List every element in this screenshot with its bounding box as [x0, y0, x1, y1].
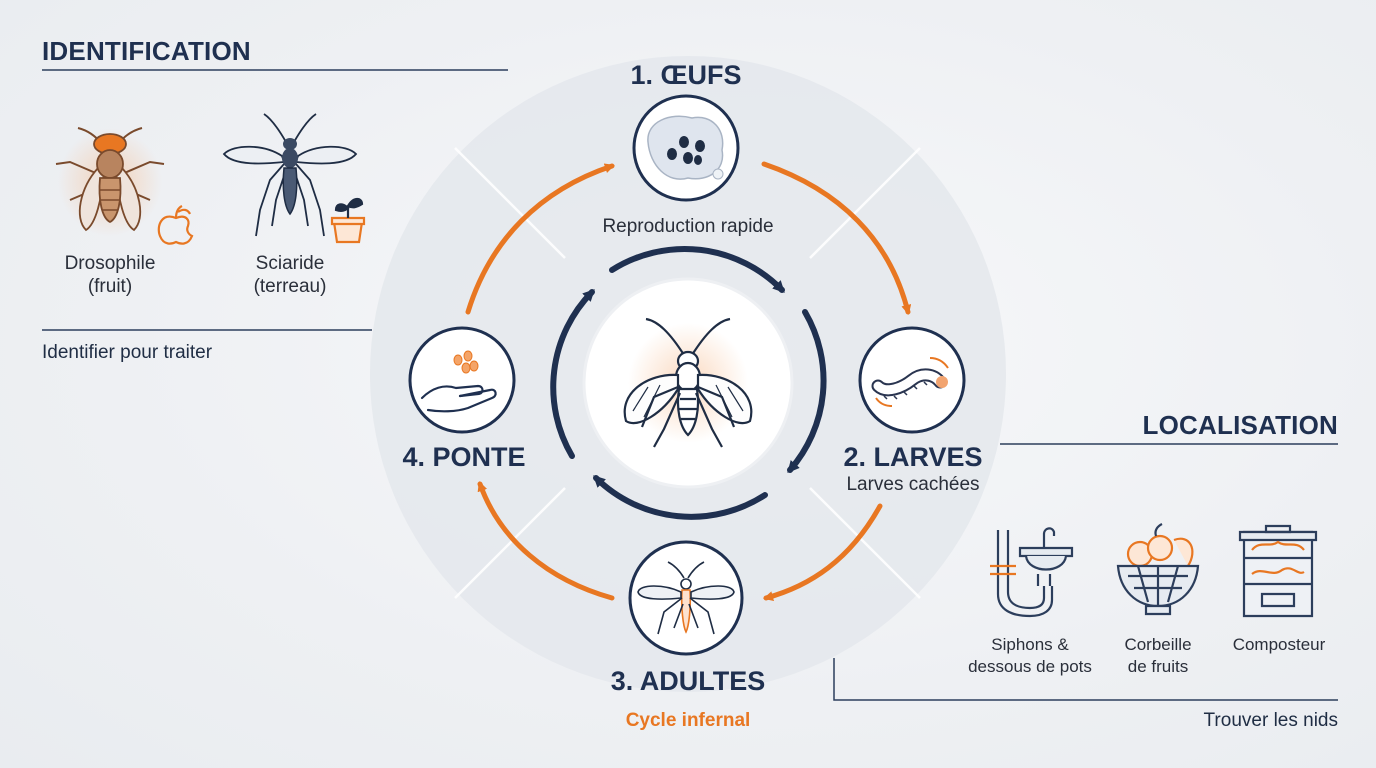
sink-pipe-icon [990, 527, 1074, 618]
fruit-basket-icon [1116, 523, 1200, 616]
identification-title: IDENTIFICATION [42, 36, 251, 66]
identification-footer: Identifier pour traiter [42, 342, 213, 363]
outer-cycle-arrows [465, 161, 912, 601]
place-line2: de fruits [1127, 657, 1189, 676]
center-fly-icon [623, 317, 753, 448]
species-name: Drosophile [64, 253, 156, 274]
place-line1: Siphons & [991, 635, 1069, 654]
halo-dividers [454, 147, 921, 599]
place-line1: Corbeille [1124, 635, 1192, 654]
species-drosophila: Drosophile (fruit) [40, 252, 180, 298]
species-note: (terreau) [253, 276, 327, 297]
stage-adult-icon [628, 540, 744, 656]
plant-pot-icon [330, 197, 366, 244]
stage-larvae-caption: Larves cachées [846, 474, 980, 495]
apple-icon [157, 205, 194, 245]
place-fruit-basket: Corbeille de fruits [1098, 634, 1218, 678]
species-note: (fruit) [87, 276, 133, 297]
stage-larvae-label: 2. LARVES [843, 442, 983, 472]
stage-adult-label: 3. ADULTES [610, 666, 766, 696]
stage-adult-caption: Cycle infernal [625, 710, 751, 731]
place-line2: dessous de pots [968, 657, 1092, 676]
localisation-bottom-rule [833, 658, 1338, 701]
stage-laying-label: 4. PONTE [402, 442, 526, 472]
stage-laying-icon [408, 326, 516, 434]
drosophila-icon [55, 127, 165, 236]
stage-larvae-icon [858, 326, 966, 434]
species-name: Sciaride [255, 253, 325, 274]
species-sciarid: Sciaride (terreau) [220, 252, 360, 298]
stage-eggs-caption: Reproduction rapide [602, 216, 774, 237]
localisation-footer: Trouver les nids [1203, 710, 1338, 731]
place-line1: Composteur [1232, 635, 1326, 654]
composter-icon [1238, 524, 1318, 618]
place-composter: Composteur [1220, 634, 1338, 656]
stage-eggs-icon [632, 94, 740, 202]
place-sink: Siphons & dessous de pots [956, 634, 1104, 678]
localisation-title: LOCALISATION [1142, 410, 1338, 440]
sciarid-icon [222, 113, 358, 237]
inner-cycle-arrows [550, 245, 827, 520]
stage-eggs-label: 1. ŒUFS [630, 60, 742, 90]
